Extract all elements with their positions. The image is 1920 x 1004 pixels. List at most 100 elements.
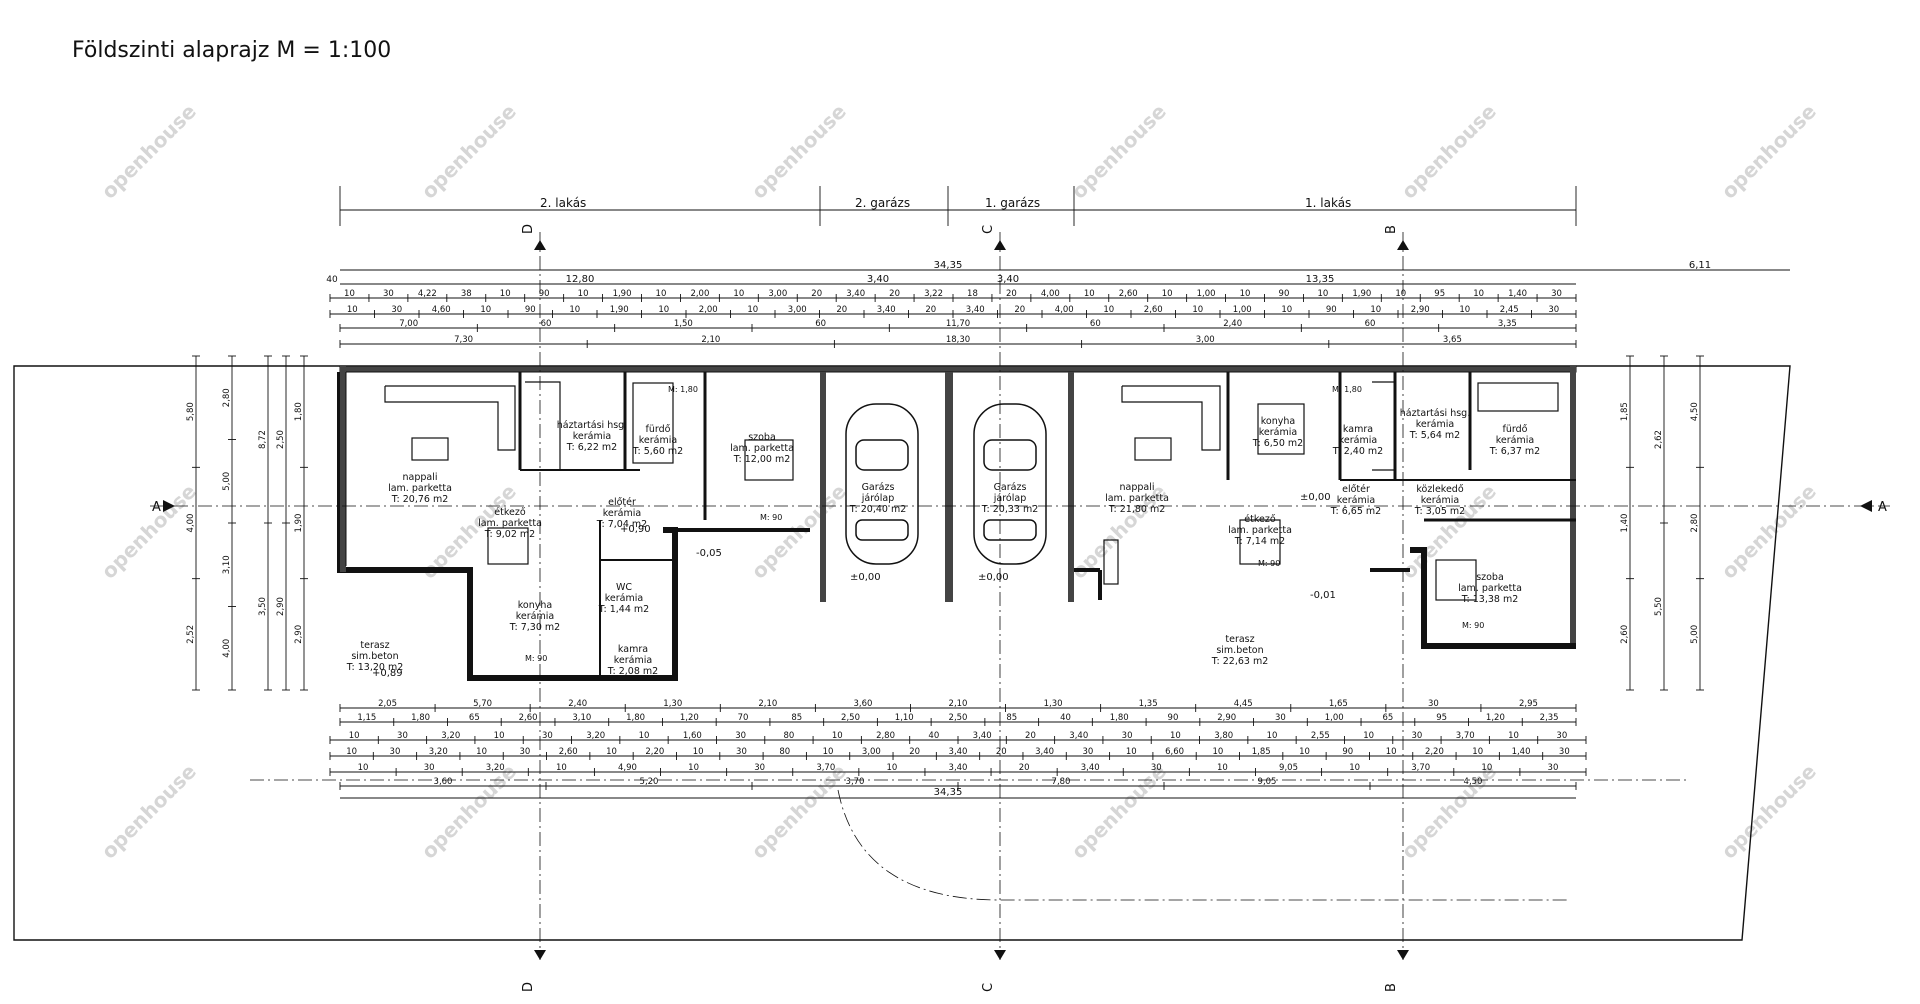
dim-right-b-item: 2,62 [1654,430,1664,449]
dim-row-b3-item: 3,20 [441,731,460,741]
dim-340-g1: 3,40 [997,274,1019,285]
dim-row-b5-item: 9,05 [1279,763,1298,773]
unit-label-lakas-1: 1. lakás [1305,196,1351,210]
dim-row-b3-item: 10 [494,731,505,741]
room-area: T: 3,05 m2 [1414,506,1465,517]
room-area: T: 6,65 m2 [1330,506,1381,517]
dim-row-b4-item: 10 [606,747,617,757]
dim-row-b5-item: 3,70 [1411,763,1430,773]
room-floor: kerámia [1416,419,1454,430]
watermark-text: openhouse [417,99,521,203]
watermark-text: openhouse [417,759,521,863]
dim-row-b4-item: 3,40 [949,747,968,757]
dim-row-b2-item: 2,50 [841,713,860,723]
dim-row-b4-item: 30 [519,747,530,757]
dim-row-b1-item: 30 [1428,699,1439,709]
dim-row-b5-item: 3,70 [816,763,835,773]
dim-left-a-item: 5,80 [186,402,196,421]
dim-row-b4-item: 10 [1212,747,1223,757]
dim-row-b1-item: 1,65 [1329,699,1348,709]
level-mark-terasz-1: -0,01 [1310,590,1336,601]
dim-row-b1-item: 1,35 [1139,699,1158,709]
dim-row-b3-item: 30 [1412,731,1423,741]
dim-row-3-item: 1,90 [610,305,629,315]
dim-row-b6-item: 3,60 [434,777,453,787]
dim-row-b4-item: 3,00 [862,747,881,757]
dim-left-b-item: 3,10 [222,555,232,574]
dim-row-3-item: 10 [569,305,580,315]
dim-row-b2-item: 90 [1168,713,1179,723]
dim-row-3-item: 10 [480,305,491,315]
dim-row-b3-item: 30 [542,731,553,741]
dim-row-5-item: 18,30 [946,335,970,345]
dim-row-b5-item: 4,90 [618,763,637,773]
dim-row-b3-item: 10 [1363,731,1374,741]
dim-row-4-item: 11,70 [946,319,970,329]
dim-row-2-item: 10 [578,289,589,299]
room-area: T: 6,37 m2 [1489,446,1540,457]
dim-left-d-item: 2,90 [276,597,286,616]
room-floor: lam. parketta [730,443,794,454]
dim-row-2-item: 1,90 [1352,289,1371,299]
dim-row-b5-item: 20 [1019,763,1030,773]
dim-row-b5-item: 10 [1349,763,1360,773]
dim-row-b5-item: 10 [688,763,699,773]
dim-row-b3-item: 2,80 [876,731,895,741]
room-area: T: 5,64 m2 [1409,430,1460,441]
room-floor: kerámia [614,655,652,666]
door-marks: M: 90 M: 90 M: 90 M: 1,80 M: 1,80 M: 90 [525,385,1484,663]
dim-row-2-item: 10 [1240,289,1251,299]
dim-row-5-item: 3,00 [1196,335,1215,345]
dim-row-b2-item: 1,10 [895,713,914,723]
dim-row-b3-item: 10 [1508,731,1519,741]
dim-row-3-item: 90 [1326,305,1337,315]
section-label-a-right: A [1878,500,1887,515]
room-name: szoba [748,432,776,443]
dim-row-b4-item: 2,20 [645,747,664,757]
dim-row-b3-item: 10 [639,731,650,741]
dim-row-b4-item: 30 [1083,747,1094,757]
room-name: fürdő [646,424,671,435]
watermark-text: openhouse [1717,99,1821,203]
dim-row-2-item: 18 [967,289,978,299]
room-floor: kerámia [573,431,611,442]
door-mark-5: M: 1,80 [1332,385,1362,394]
room-name: nappali [402,472,437,483]
car-garage-1 [973,403,1047,565]
dim-row-b2-item: 1,15 [357,713,376,723]
section-label-d-bottom: D [521,982,536,992]
dim-row-b2-item: 2,60 [519,713,538,723]
dim-row-5-item: 7,30 [454,335,473,345]
dim-row-b5-item: 3,20 [486,763,505,773]
dim-right-c-item: 2,80 [1690,514,1700,533]
dim-row-b3-item: 2,55 [1311,731,1330,741]
dim-row-b5-item: 30 [754,763,765,773]
dim-row-4-item: 7,00 [399,319,418,329]
room-area: T: 13,20 m2 [346,662,404,673]
dim-right-c-item: 4,50 [1690,402,1700,421]
room-area: T: 6,22 m2 [566,442,617,453]
dim-row-3-item: 3,00 [788,305,807,315]
dim-row-3-item: 2,00 [699,305,718,315]
section-markers [163,240,1872,960]
dim-total-bottom: 34,35 [934,787,963,798]
room-floor: lam. parketta [388,483,452,494]
watermark-text: openhouse [97,759,201,863]
dim-row-2-item: 90 [1279,289,1290,299]
dim-row-b4-item: 20 [909,747,920,757]
dim-row-b4-item: 10 [1126,747,1137,757]
dim-row-3-item: 10 [347,305,358,315]
dim-row-b3-item: 1,60 [683,731,702,741]
dim-left-e-item: 1,80 [294,402,304,421]
room-name: Garázs [994,482,1027,493]
room-name: háztartási hsg. [557,420,627,431]
dim-row-2-item: 1,00 [1197,289,1216,299]
dim-row-b5-item: 30 [1548,763,1559,773]
dim-row-b2-item: 70 [738,713,749,723]
level-mark-konyha-2: -0,05 [696,548,722,559]
